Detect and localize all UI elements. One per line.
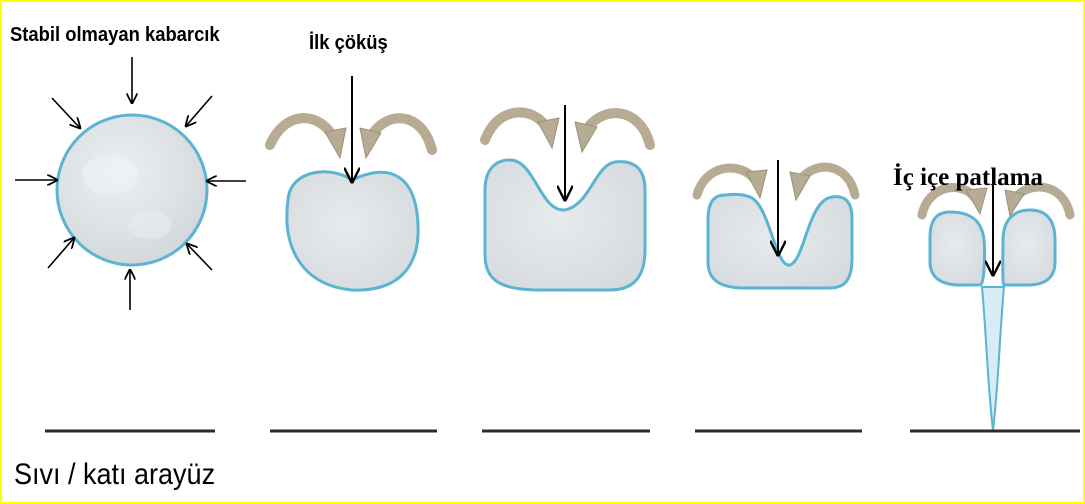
stage-first-collapse [270, 76, 437, 431]
bubble-shape [57, 115, 207, 265]
bubble-right-lobe [1003, 210, 1055, 285]
bubble-shape [287, 172, 418, 290]
pressure-arrow-top-left [52, 98, 80, 128]
first-collapse-label: İlk çöküş [309, 32, 388, 55]
bubble-left-lobe [930, 212, 985, 285]
stage-implosion [910, 180, 1080, 431]
pressure-arrow-bottom-right [187, 244, 212, 270]
stage-jet-forming [695, 160, 862, 431]
stage-collapse-deepening [482, 105, 650, 431]
interface-label: Sıvı / katı arayüz [14, 458, 215, 492]
pressure-arrow-top-right [186, 96, 212, 126]
stage-unstable-bubble [15, 57, 246, 431]
liquid-jet [982, 287, 1004, 430]
curved-arrow-right [800, 167, 855, 195]
curved-arrow-left [485, 112, 548, 140]
bubble-shape [708, 194, 852, 288]
implosion-label: İç içe patlama [893, 164, 1043, 192]
unstable-bubble-label: Stabil olmayan kabarcık [10, 24, 220, 47]
pressure-arrow-bottom-left [48, 238, 74, 268]
